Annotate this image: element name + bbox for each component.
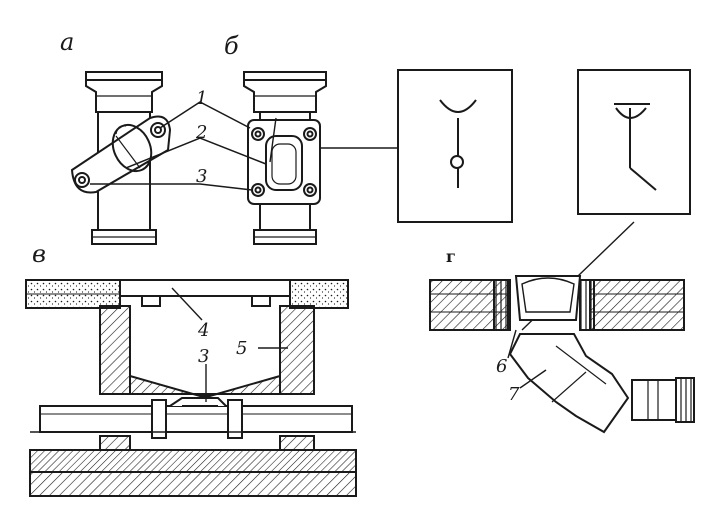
view-g-section <box>429 275 695 434</box>
leader-lines-top <box>90 101 398 191</box>
schematic-box-1 <box>397 69 513 223</box>
callout-3-section: 3 <box>198 346 209 367</box>
view-v-section <box>25 279 357 497</box>
callout-7: 7 <box>508 384 520 405</box>
callout-1: 1 <box>196 88 207 109</box>
callout-6: 6 <box>496 356 507 377</box>
callout-2: 2 <box>195 122 207 143</box>
view-b-pipe-fitting <box>243 71 327 245</box>
labels: а б в г 1 2 3 4 3 5 6 7 <box>32 28 520 405</box>
callout-3: 3 <box>196 166 207 187</box>
schematic-box-2 <box>577 69 691 215</box>
panel-label-v: в <box>32 240 46 268</box>
panel-label-b: б <box>224 32 239 60</box>
callout-4: 4 <box>197 320 209 341</box>
callout-5: 5 <box>236 338 247 359</box>
panel-label-g: г <box>446 247 456 266</box>
panel-label-a: а <box>60 28 74 56</box>
view-a-pipe-fitting <box>70 71 172 245</box>
